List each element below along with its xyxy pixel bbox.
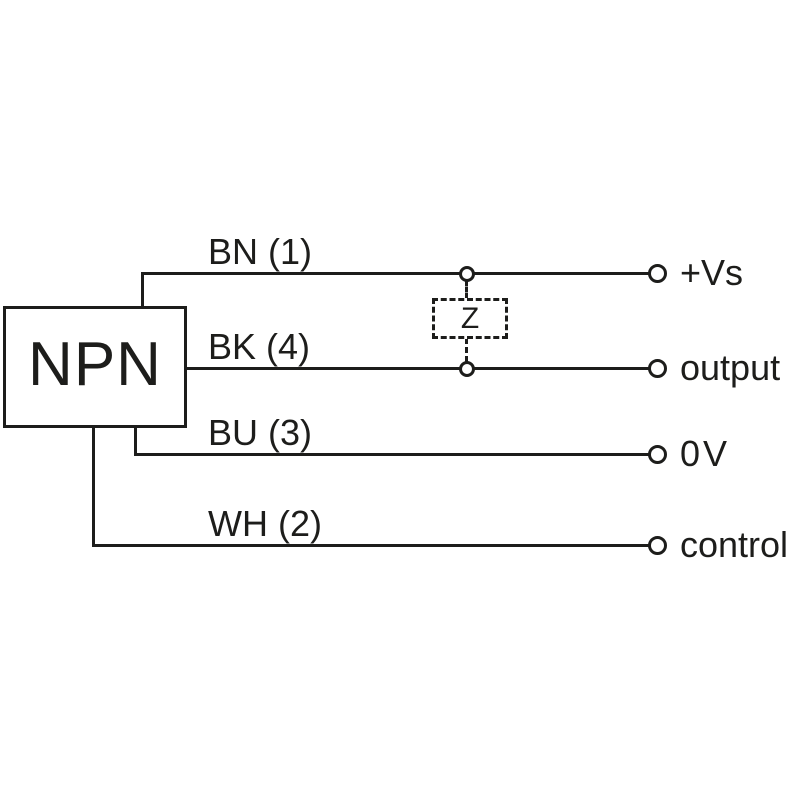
wire-label-bu: BU (3) bbox=[208, 412, 313, 453]
wire-bn-vertical bbox=[141, 272, 144, 309]
npn-device-label: NPN bbox=[28, 330, 162, 399]
impedance-z-box: Z bbox=[432, 298, 508, 339]
wire-label-wh: WH (2) bbox=[208, 503, 322, 544]
terminal-label-output: output bbox=[680, 347, 781, 388]
wire-bn-horizontal bbox=[141, 272, 650, 275]
junction-node-bk bbox=[459, 361, 475, 377]
terminal-circle-output bbox=[648, 359, 667, 378]
terminal-circle-0v bbox=[648, 445, 667, 464]
terminal-circle-vs bbox=[648, 264, 667, 283]
wire-label-bk: BK (4) bbox=[208, 326, 311, 367]
wire-bk-horizontal bbox=[184, 367, 650, 370]
impedance-connector-bottom bbox=[465, 338, 468, 362]
wire-bu-horizontal bbox=[134, 453, 650, 456]
wire-wh-horizontal bbox=[92, 544, 650, 547]
terminal-label-0v: 0V bbox=[680, 433, 731, 474]
impedance-z-label: Z bbox=[460, 301, 480, 335]
wire-wh-vertical bbox=[92, 425, 95, 547]
terminal-label-vs: +Vs bbox=[680, 252, 744, 293]
npn-device-box: NPN bbox=[3, 306, 187, 428]
junction-node-bn bbox=[459, 266, 475, 282]
impedance-connector-top bbox=[465, 280, 468, 299]
terminal-label-control: control bbox=[680, 524, 789, 565]
terminal-circle-control bbox=[648, 536, 667, 555]
wire-bu-vertical bbox=[134, 425, 137, 456]
wire-label-bn: BN (1) bbox=[208, 231, 313, 272]
